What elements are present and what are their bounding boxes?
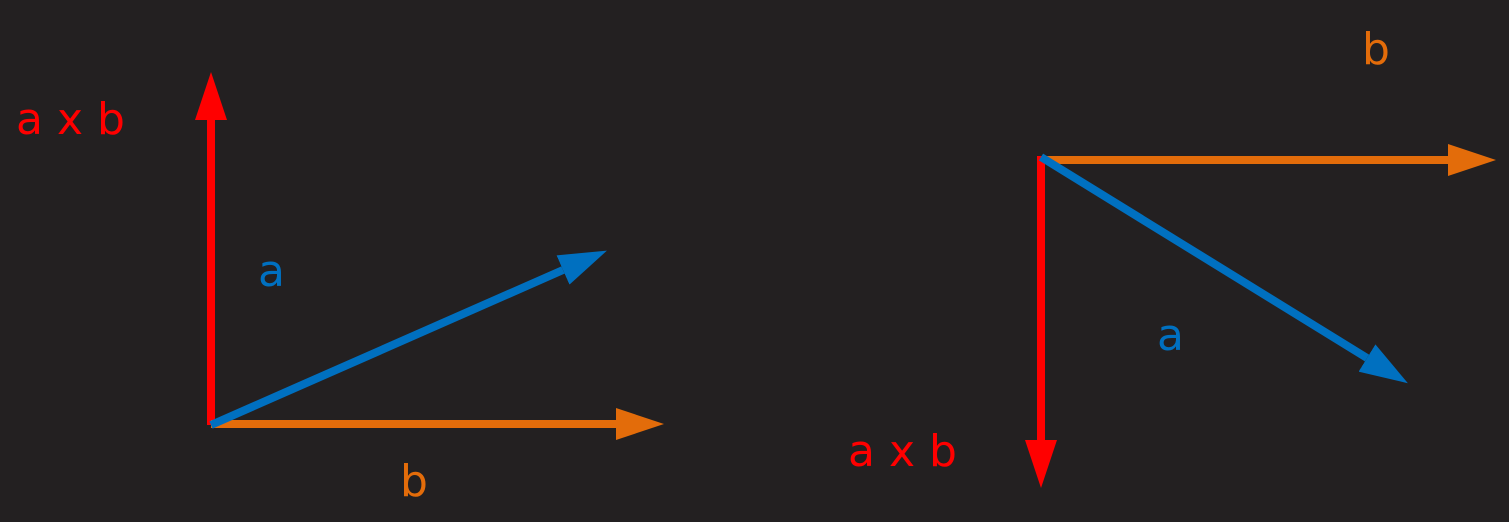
left-cross-product-label: a x b	[16, 94, 125, 145]
right-vector-b-label: b	[1362, 24, 1390, 75]
right-diagram	[1025, 144, 1496, 488]
left-vector-a-arrow	[209, 250, 607, 429]
left-vector-b-label: b	[400, 456, 428, 507]
right-vector-a-arrow	[1038, 153, 1408, 384]
right-cross-product-label: a x b	[848, 426, 957, 477]
left-diagram	[195, 72, 664, 440]
left-vector-a-label: a	[258, 246, 285, 297]
right-vector-a-label: a	[1157, 310, 1184, 361]
